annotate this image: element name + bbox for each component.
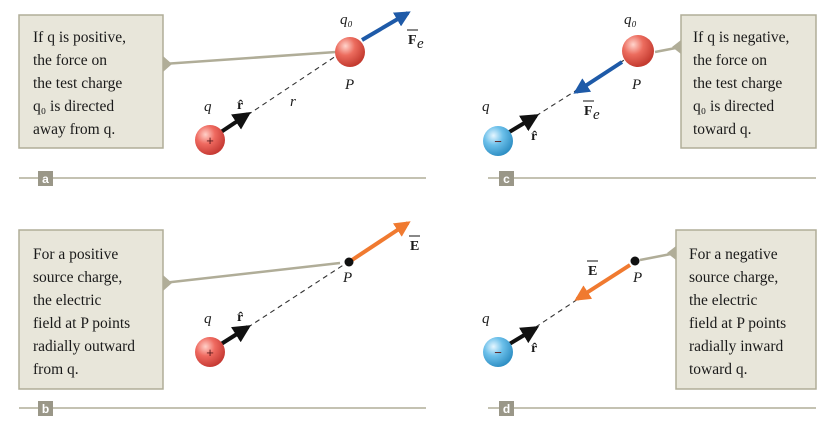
q-label-a: q bbox=[204, 99, 212, 115]
panel-tag-bg-d bbox=[499, 401, 514, 416]
callout-notch-c bbox=[672, 40, 681, 54]
unit-vector-arrow-d bbox=[504, 326, 540, 348]
panel-c: If q is negative, the force on the test … bbox=[482, 12, 817, 186]
q-label-b: q bbox=[204, 311, 212, 327]
r-hat-label-a: r̂ bbox=[237, 98, 244, 113]
callout-pointer-b bbox=[162, 261, 341, 285]
r-label-a: r bbox=[290, 94, 296, 110]
panel-b: For a positive source charge, the electr… bbox=[18, 221, 426, 416]
callout-line: the force on bbox=[693, 52, 767, 69]
panel-tag-bg-a bbox=[38, 171, 53, 186]
callout-line: q₀ is directed bbox=[693, 98, 774, 115]
q0-label-a: q₀ bbox=[340, 12, 353, 28]
r-hat-label-d: r̂ bbox=[531, 341, 538, 356]
callout-notch-b bbox=[163, 275, 172, 291]
P-label-c: P bbox=[631, 77, 641, 93]
source-charge-b bbox=[195, 337, 225, 367]
test-charge-c bbox=[622, 35, 654, 67]
callout-line: from q. bbox=[33, 361, 79, 378]
panel-d: For a negative source charge, the electr… bbox=[482, 229, 817, 416]
P-label-d: P bbox=[632, 270, 642, 286]
force-arrow-c bbox=[573, 60, 624, 94]
test-charge-a bbox=[335, 37, 365, 67]
callout-line: For a negative bbox=[689, 246, 778, 263]
callout-line: source charge, bbox=[33, 269, 122, 286]
panel-tag-d: d bbox=[503, 402, 510, 416]
field-label-d: E bbox=[588, 264, 597, 279]
field-point-d bbox=[630, 256, 640, 266]
callout-line: the force on bbox=[33, 52, 107, 69]
callout-line: away from q. bbox=[33, 121, 115, 138]
callout-box-d bbox=[675, 229, 817, 390]
callout-line: field at P points bbox=[689, 315, 786, 332]
callout-line: For a positive bbox=[33, 246, 118, 263]
force-arrow-a bbox=[360, 11, 411, 42]
force-label-sub-a: e bbox=[417, 36, 424, 52]
field-arrow-b bbox=[350, 221, 411, 262]
unit-vector-arrow-c bbox=[504, 114, 540, 136]
callout-line: If q is positive, bbox=[33, 29, 126, 46]
panel-tag-b: b bbox=[42, 402, 49, 416]
panel-tag-a: a bbox=[42, 172, 49, 186]
callout-line: toward q. bbox=[689, 361, 748, 378]
callout-line: the electric bbox=[689, 292, 758, 309]
callout-notch-a bbox=[163, 56, 172, 72]
P-label-b: P bbox=[342, 270, 352, 286]
q-label-c: q bbox=[482, 99, 490, 115]
callout-line: the electric bbox=[33, 292, 102, 309]
force-label-a: F bbox=[408, 33, 417, 48]
callout-line: toward q. bbox=[693, 121, 752, 138]
callout-box-c bbox=[680, 14, 817, 149]
unit-vector-arrow-a bbox=[216, 112, 251, 136]
r-hat-label-c: r̂ bbox=[531, 129, 538, 144]
panel-tag-bg-c bbox=[499, 171, 514, 186]
source-charge-d bbox=[483, 337, 513, 367]
callout-pointer-a bbox=[162, 50, 337, 66]
force-label-c: F bbox=[584, 104, 593, 119]
field-label-b: E bbox=[410, 239, 419, 254]
callout-line: the test charge bbox=[33, 75, 122, 92]
callout-line: field at P points bbox=[33, 315, 130, 332]
P-label-a: P bbox=[344, 77, 354, 93]
svg-text:If q is negative, the fo: If q is negative, the force on the test … bbox=[693, 29, 793, 138]
source-charge-c bbox=[483, 126, 513, 156]
field-point-b bbox=[344, 257, 354, 267]
source-sign-a: + bbox=[206, 133, 214, 148]
panel-a: If q is positive, the force on the test … bbox=[18, 11, 426, 186]
source-charge-a bbox=[195, 125, 225, 155]
q-label-d: q bbox=[482, 311, 490, 327]
callout-box-b bbox=[18, 229, 164, 390]
callout-box-a bbox=[18, 14, 164, 149]
panel-tag-c: c bbox=[503, 172, 510, 186]
callout-line: If q is negative, bbox=[693, 29, 789, 46]
svg-text:For a negative source ch: For a negative source charge, the electr… bbox=[689, 246, 790, 378]
callout-line: source charge, bbox=[689, 269, 778, 286]
field-arrow-d bbox=[574, 263, 632, 301]
force-label-sub-c: e bbox=[593, 107, 600, 123]
svg-text:For a positive source ch: For a positive source charge, the electr… bbox=[33, 246, 139, 378]
r-hat-label-b: r̂ bbox=[237, 310, 244, 325]
unit-vector-arrow-b bbox=[216, 325, 252, 348]
callout-notch-d bbox=[667, 246, 676, 260]
svg-text:If q is positive, the fo: If q is positive, the force on the test … bbox=[33, 29, 130, 138]
q0-label-c: q₀ bbox=[624, 12, 637, 28]
callout-line: radially outward bbox=[33, 338, 135, 355]
source-sign-b: + bbox=[206, 345, 214, 360]
source-sign-c: − bbox=[494, 134, 502, 149]
panel-tag-bg-b bbox=[38, 401, 53, 416]
callout-line: the test charge bbox=[693, 75, 782, 92]
callout-line: q₀ is directed bbox=[33, 98, 114, 115]
callout-line: radially inward bbox=[689, 338, 784, 355]
source-sign-d: − bbox=[494, 345, 502, 360]
